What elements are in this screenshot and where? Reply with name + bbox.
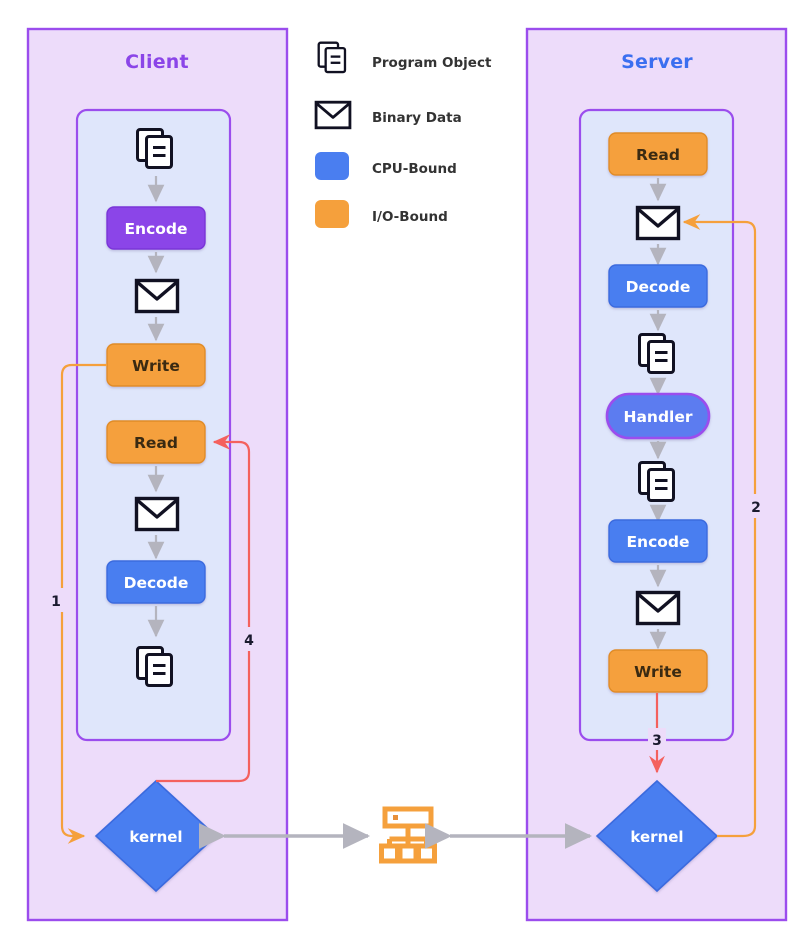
- server-decode[interactable]: Decode: [608, 264, 708, 308]
- flow-3-label: 3: [652, 733, 662, 749]
- cpu-bound-swatch: [315, 152, 349, 180]
- server-handler-label: Handler: [623, 408, 692, 426]
- legend-item-binary-data: Binary Data: [314, 100, 462, 130]
- io-bound-swatch: [315, 200, 349, 228]
- legend-item-io-bound: I/O-Bound: [315, 200, 448, 228]
- legend-label-cpu-bound: CPU-Bound: [372, 161, 457, 177]
- server-read-label: Read: [636, 146, 680, 164]
- server-binary-data-out: [635, 590, 681, 626]
- client-decode-label: Decode: [124, 574, 189, 592]
- client-binary-data-out: [134, 278, 180, 314]
- client-encode[interactable]: Encode: [106, 206, 206, 250]
- client-title: Client: [125, 51, 189, 73]
- legend-label-program-object: Program Object: [372, 55, 492, 71]
- server-handler[interactable]: Handler: [605, 392, 711, 440]
- flow-4-label-bg: [241, 627, 258, 651]
- server-kernel[interactable]: kernel: [595, 779, 719, 893]
- server-program-object-out: [638, 461, 675, 502]
- server-program-object-in: [638, 333, 675, 374]
- client-write-label: Write: [132, 357, 180, 375]
- client-binary-data-in: [134, 496, 180, 532]
- flow-1-label-bg: [48, 588, 65, 612]
- binary-data-icon: [314, 100, 352, 130]
- flow-4-label: 4: [244, 633, 254, 649]
- program-object-icon: [317, 41, 347, 74]
- network-hub-icon: [382, 809, 435, 861]
- flow-2-label-bg: [747, 494, 764, 518]
- client-encode-label: Encode: [124, 220, 187, 238]
- server-write[interactable]: Write: [608, 649, 708, 693]
- client-program-object-bottom: [136, 646, 173, 687]
- client-decode[interactable]: Decode: [106, 560, 206, 604]
- legend-item-cpu-bound: CPU-Bound: [315, 152, 457, 180]
- legend-item-program-object: Program Object: [317, 41, 492, 74]
- server-encode-label: Encode: [626, 533, 689, 551]
- server-decode-label: Decode: [626, 278, 691, 296]
- client-program-object-top: [136, 128, 173, 169]
- flow-2-path: [682, 214, 757, 838]
- server-write-label: Write: [634, 663, 682, 681]
- server-encode[interactable]: Encode: [608, 519, 708, 563]
- flow-4-path: [156, 434, 251, 783]
- client-write[interactable]: Write: [106, 343, 206, 387]
- server-kernel-label: kernel: [630, 828, 683, 846]
- client-read-label: Read: [134, 434, 178, 452]
- server-binary-data-in: [635, 205, 681, 241]
- server-read[interactable]: Read: [608, 132, 708, 176]
- flow-2-label: 2: [751, 500, 761, 516]
- flow-1-label: 1: [51, 594, 61, 610]
- client-kernel-label: kernel: [129, 828, 182, 846]
- legend-label-binary-data: Binary Data: [372, 110, 462, 126]
- client-kernel[interactable]: kernel: [94, 779, 218, 893]
- client-read[interactable]: Read: [106, 420, 206, 464]
- legend-label-io-bound: I/O-Bound: [372, 209, 448, 225]
- legend: Program Object Binary Data CPU-Bound I/O…: [314, 41, 492, 228]
- flow-3-label-bg: [648, 728, 666, 750]
- server-title: Server: [621, 51, 693, 73]
